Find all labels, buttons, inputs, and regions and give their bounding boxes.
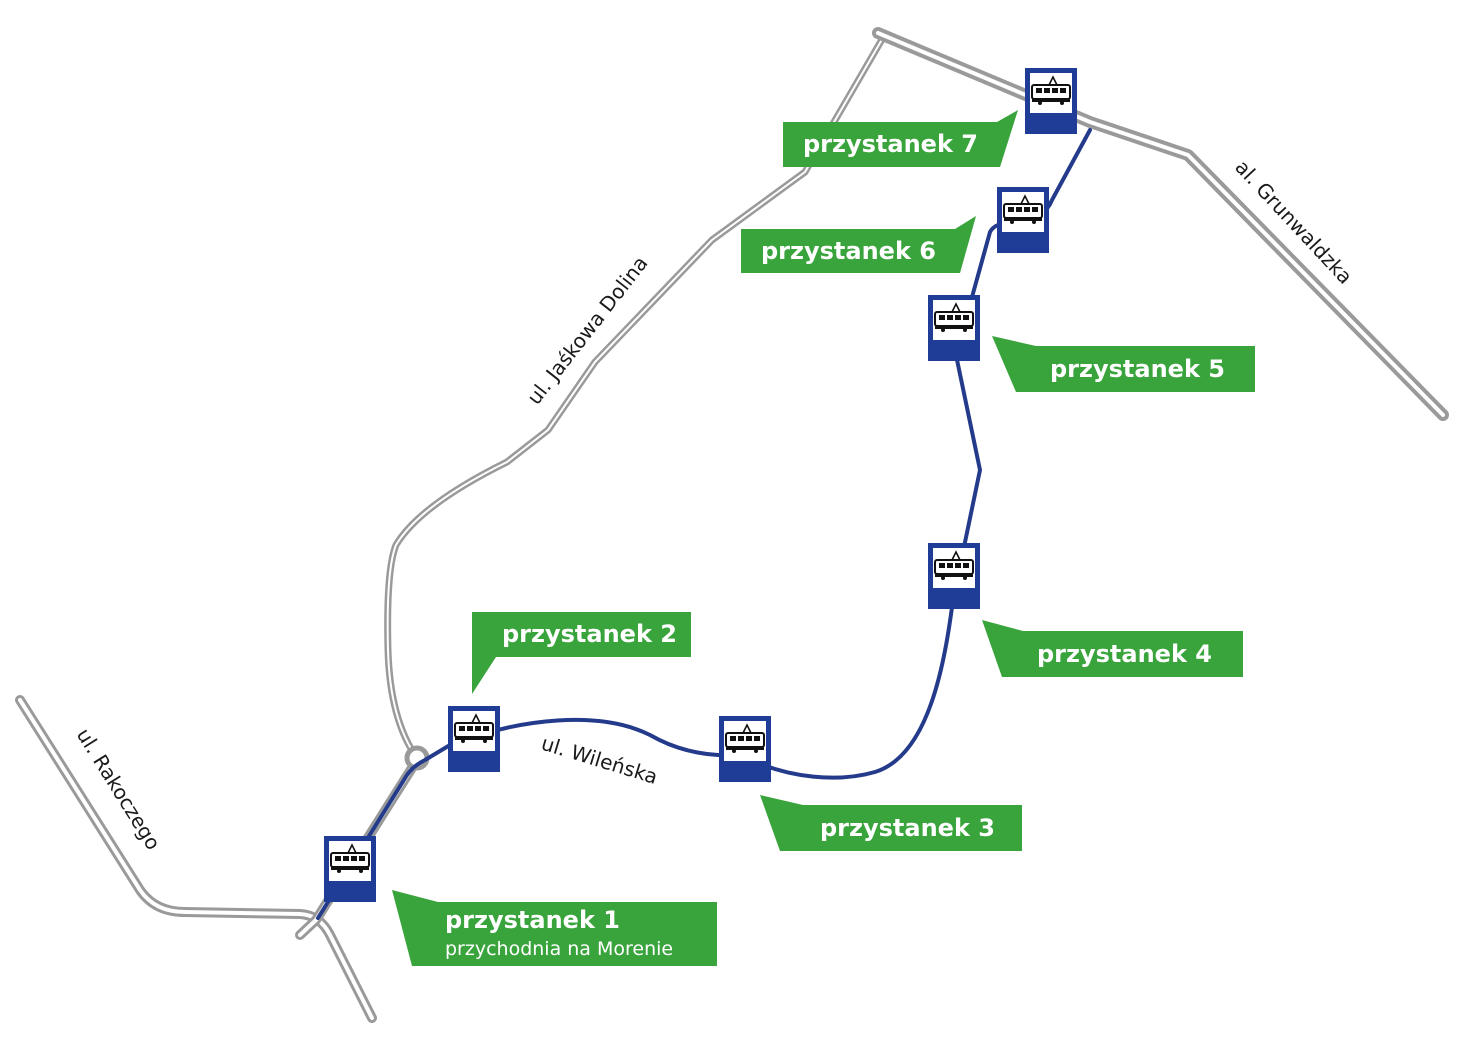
street-label-wilenska: ul. Wileńska: [539, 731, 661, 789]
street-label-jaskowa-dolina: ul. Jaśkowa Dolina: [522, 251, 653, 409]
road-grunwaldzka: [872, 27, 1449, 421]
stop-6-label-box: [741, 216, 976, 273]
stop-3-label-box: [760, 795, 1022, 851]
tram-stop-icon: [928, 543, 980, 609]
stop-1-sublabel: przychodnia na Morenie: [445, 938, 673, 960]
road-rakoczego: [15, 695, 377, 1023]
stop-7-label: przystanek 7: [803, 130, 978, 158]
street-label-rakoczego: ul. Rakoczego: [72, 724, 166, 854]
tram-stop-icon: [1025, 68, 1077, 134]
stop-2-label-box: [472, 612, 691, 694]
stop-6-label: przystanek 6: [761, 237, 936, 265]
tram-stop-icon: [928, 295, 980, 361]
stop-5-label: przystanek 5: [1050, 355, 1225, 383]
tram-stop-icon: [448, 706, 500, 772]
stop-3[interactable]: przystanek 3: [719, 716, 1022, 851]
stop-5-label-box: [992, 336, 1255, 392]
tram-stop-icon: [324, 836, 376, 902]
stop-1-label-box: [392, 890, 717, 966]
stop-7[interactable]: przystanek 7: [783, 68, 1077, 167]
stop-2[interactable]: przystanek 2: [448, 612, 691, 772]
tram-stop-icon: [997, 187, 1049, 253]
stop-3-label: przystanek 3: [820, 814, 995, 842]
tram-stop-icon: [719, 716, 771, 782]
stop-2-label: przystanek 2: [502, 620, 677, 648]
stop-6[interactable]: przystanek 6: [741, 187, 1049, 273]
stop-4[interactable]: przystanek 4: [928, 543, 1243, 677]
stop-5[interactable]: przystanek 5: [928, 295, 1255, 392]
stop-7-label-box: [783, 110, 1018, 167]
stop-1[interactable]: przystanek 1 przychodnia na Morenie: [324, 836, 717, 966]
road-jaskowa-dolina: [384, 32, 888, 762]
stop-4-label-box: [982, 620, 1243, 677]
stop-4-label: przystanek 4: [1037, 640, 1212, 668]
stop-1-label: przystanek 1: [445, 906, 620, 934]
